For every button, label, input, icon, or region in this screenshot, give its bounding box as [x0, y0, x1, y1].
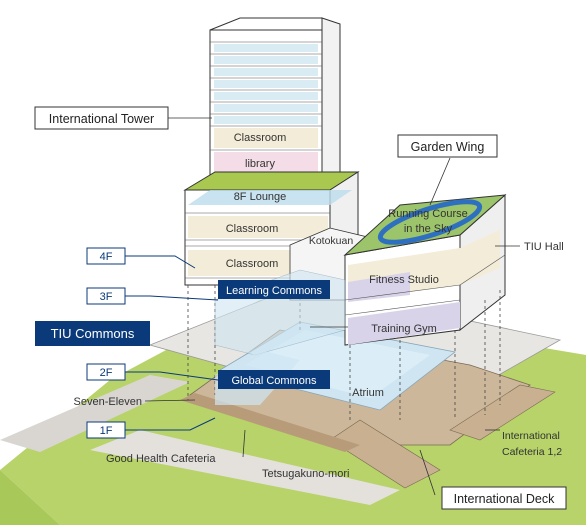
label-4f: 4F: [100, 251, 113, 263]
label-tiu-hall: TIU Hall: [524, 241, 564, 253]
running-track: [377, 199, 483, 245]
tower-glass-floors: [214, 44, 318, 172]
box-tiu-commons: [35, 321, 150, 346]
label-2f: 2F: [100, 367, 113, 379]
tag-1f: [86, 421, 126, 439]
tag-4f: [86, 247, 126, 265]
label-international-tower: International Tower: [49, 112, 154, 126]
label-international-cafeteria-1: International: [502, 430, 560, 442]
label-classroom-mid: Classroom: [226, 223, 279, 235]
box-international-deck: [441, 486, 567, 510]
label-classroom-upper: Classroom: [234, 132, 287, 144]
fitness-lavender: [348, 272, 410, 302]
tag-2f: [86, 363, 126, 381]
leader-lines-dark: [144, 117, 520, 496]
box-global-commons: [218, 370, 330, 389]
box-garden-wing: [397, 134, 498, 158]
label-good-health-cafeteria: Good Health Cafeteria: [106, 453, 216, 465]
tower-upper-top: [209, 17, 323, 31]
label-garden-wing: Garden Wing: [411, 140, 485, 154]
box-international-tower: [34, 106, 169, 130]
label-3f: 3F: [100, 291, 113, 303]
tower-podium-top: [183, 171, 360, 191]
grass-ground-shade: [0, 470, 60, 525]
lounge-8f: [188, 190, 352, 205]
label-atrium: Atrium: [352, 387, 384, 399]
label-training-gym: Training Gym: [371, 323, 437, 335]
podium-classroom-mid-band: [188, 216, 328, 238]
road-front: [90, 430, 400, 505]
label-running-course-1: Running Course: [388, 208, 468, 220]
label-library: library: [245, 158, 275, 170]
label-learning-commons: Learning Commons: [226, 285, 322, 297]
box-learning-commons: [218, 280, 330, 299]
label-running-course-2: in the Sky: [404, 223, 453, 235]
training-gym-band: [348, 302, 460, 345]
label-tiu-commons: TIU Commons: [51, 326, 135, 341]
label-8f-lounge: 8F Lounge: [234, 191, 287, 203]
label-international-cafeteria-2: Cafeteria 1,2: [502, 446, 562, 458]
label-global-commons: Global Commons: [232, 375, 317, 387]
label-classroom-lower: Classroom: [226, 258, 279, 270]
label-international-deck: International Deck: [454, 492, 556, 506]
deck-left-edge: [180, 393, 360, 452]
label-fitness-studio: Fitness Studio: [369, 274, 439, 286]
deck-stairs-right: [449, 384, 556, 441]
road: [0, 375, 190, 452]
garden-wing-slabs: [344, 254, 506, 316]
label-1f: 1F: [100, 425, 113, 437]
tag-3f: [86, 287, 126, 305]
leader-lines: [125, 255, 219, 431]
label-seven-eleven: Seven-Eleven: [74, 396, 143, 408]
label-kotokuan: Kotokuan: [309, 235, 354, 247]
deck-stairs-left: [329, 419, 441, 489]
atrium-floor-inner: [245, 330, 430, 398]
label-tetsugakuno-mori: Tetsugakuno-mori: [262, 468, 349, 480]
tower-upper-side: [321, 17, 341, 186]
